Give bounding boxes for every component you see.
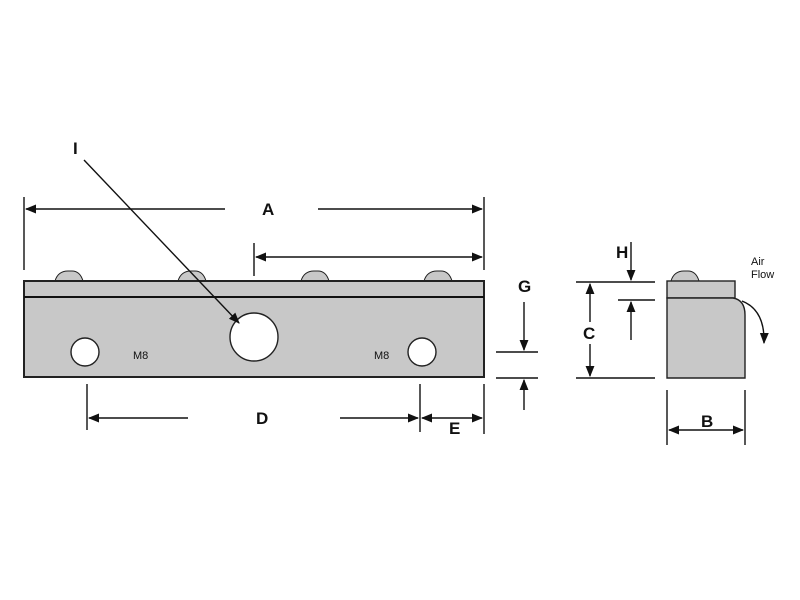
dimension-half [253,243,484,276]
label-c: C [583,324,595,343]
dimension-h: H [616,242,655,340]
mount-hole-left [70,337,100,367]
bump [54,270,84,282]
air-flow-arrow-icon [741,300,769,345]
bump [423,270,453,282]
dimension-a: A [23,197,485,270]
bump [300,270,330,282]
leader-i: I [73,139,240,324]
side-body [666,297,746,379]
bump [670,270,700,282]
air-flow-label-2: Flow [751,269,774,281]
front-view: M8 M8 [23,270,485,378]
dimension-e: E [420,384,485,438]
mount-hole-right [407,337,437,367]
label-i: I [73,139,78,158]
dimension-d: D [86,384,421,432]
label-g: G [518,277,531,296]
thread-label-right: M8 [374,350,389,362]
center-hole [229,312,279,362]
label-e: E [449,419,460,438]
side-view: Air Flow [666,256,774,379]
label-h: H [616,243,628,262]
air-flow-label-1: Air [751,256,765,268]
dimension-c: C [576,281,655,379]
dimension-b: B [666,390,746,445]
label-d: D [256,409,268,428]
side-top-plate [666,280,736,299]
label-a: A [262,200,274,219]
bump [177,270,207,282]
thread-label-left: M8 [133,350,148,362]
label-b: B [701,412,713,431]
dimension-g: G [496,277,538,410]
